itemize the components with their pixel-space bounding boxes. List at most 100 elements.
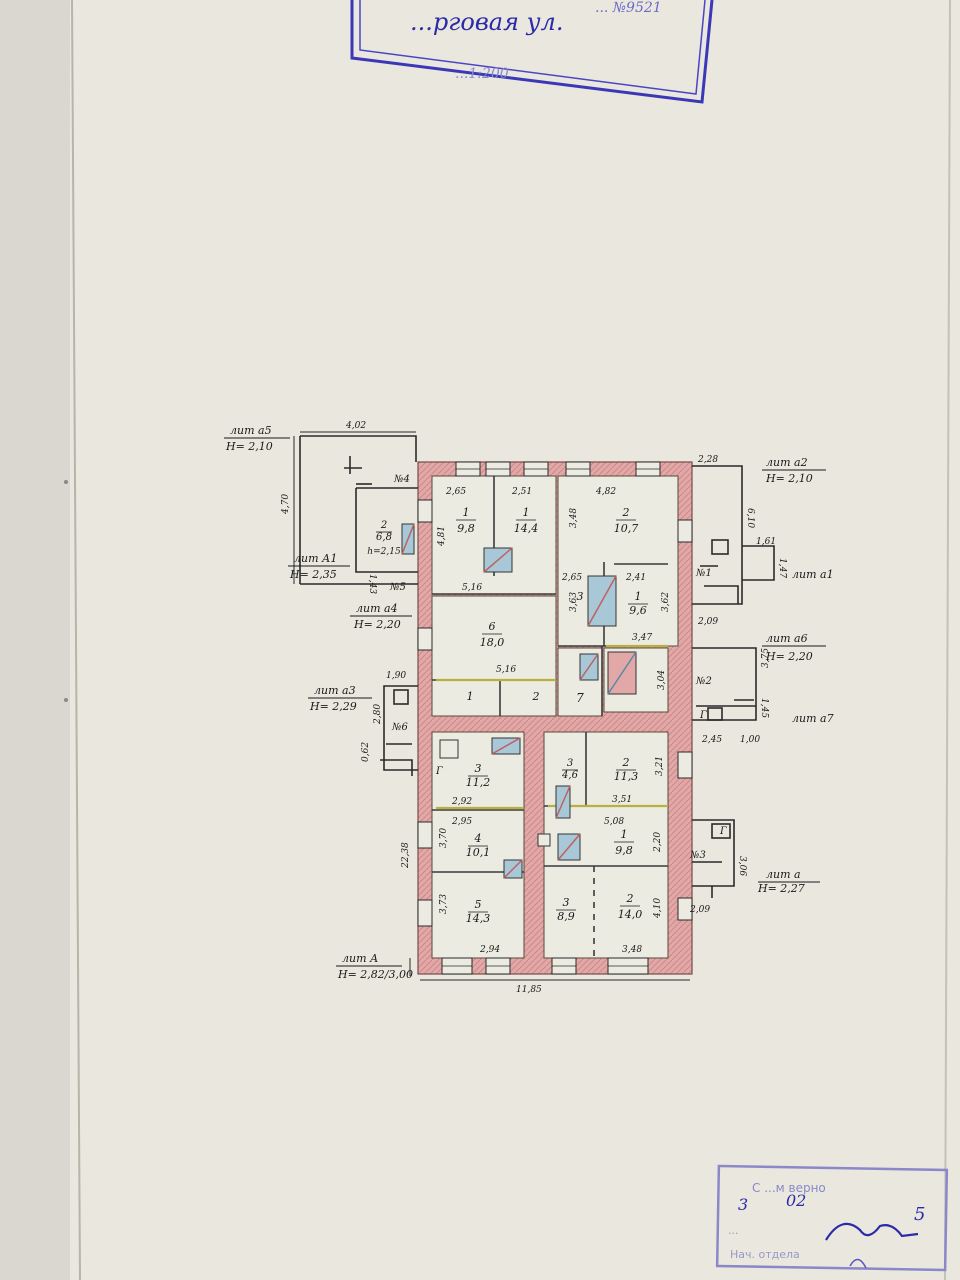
room-13-num: 4: [474, 832, 482, 845]
dim-2-65-b: 2,65: [561, 573, 582, 583]
annex-a6: [692, 647, 757, 721]
room-3-num: 2: [622, 506, 630, 519]
dim-6-10: 6,10: [745, 508, 755, 528]
marker-n6: №6: [391, 722, 408, 733]
room-19-area: 14,0: [618, 908, 643, 921]
binding-fold: [71, 0, 81, 1280]
dim-3-06: 3,06: [737, 856, 747, 876]
dim-3-47: 3,47: [632, 633, 652, 643]
signature: [825, 1222, 919, 1241]
annex-a2: [692, 465, 775, 605]
room-17-area: 9,8: [615, 844, 633, 857]
dim-3-21: 3,21: [655, 756, 665, 776]
room-4-num: 2: [380, 520, 387, 531]
room-7-area: 9,6: [629, 604, 647, 617]
dim-2-95: 2,95: [451, 817, 472, 827]
room-18-area: 8,9: [557, 910, 575, 923]
marker-n1: №1: [695, 568, 712, 579]
stamp-bottom-day: 3: [738, 1195, 748, 1214]
label-lit-a2-h: Н= 2,10: [765, 472, 813, 485]
dim-2-09-a: 2,09: [697, 617, 718, 627]
dim-1-45: 1,45: [759, 698, 769, 718]
room-lower-left: [431, 731, 525, 959]
label-lit-a3-h: Н= 2,29: [309, 700, 357, 713]
dim-4-70: 4,70: [281, 494, 291, 515]
label-lit-a-h: Н= 2,82/3,00: [337, 968, 413, 981]
dim-4-02: 4,02: [345, 421, 366, 431]
room-18-num: 3: [563, 896, 570, 909]
room-19-num: 2: [626, 892, 634, 905]
label-lit-a4-h: Н= 2,20: [353, 618, 401, 631]
bottom-stamp: С ...м верно 3 02 5 ... Нач. отдела: [715, 1164, 949, 1272]
marker-g3: Г: [699, 710, 707, 721]
dim-2-09-b: 2,09: [689, 905, 710, 915]
dim-3-62: 3,62: [661, 592, 671, 612]
stamp-bottom-number: 5: [914, 1204, 925, 1225]
label-lit-a1: лит а1: [792, 568, 834, 581]
label-lit-a2: лит а2: [766, 456, 808, 469]
room-6-num: 3: [577, 590, 584, 603]
room-12-area: 11,2: [466, 776, 491, 789]
room-14-area: 14,3: [466, 912, 491, 925]
label-lit-a6-h: Н= 2,20: [765, 650, 813, 663]
dim-2-41: 2,41: [625, 573, 646, 583]
label-lit-a5: лит а5: [230, 424, 272, 437]
dim-1-47: 1,47: [777, 558, 787, 578]
room-2-area: 14,4: [514, 522, 539, 535]
dim-0-62: 0,62: [361, 742, 371, 762]
dim-11-85: 11,85: [516, 985, 542, 995]
dim-3-63: 3,63: [569, 592, 579, 612]
room-14-num: 5: [475, 898, 482, 911]
label-lit-A1: лит А1: [294, 552, 337, 565]
dim-2-80: 2,80: [373, 704, 383, 725]
page-shadow-left: [0, 0, 70, 1280]
floor-plan: лит а5 Н= 2,10 лит а2 Н= 2,10 лит А1 Н= …: [224, 421, 834, 995]
dim-1-90: 1,90: [386, 671, 406, 681]
room-11-num: 7: [576, 691, 584, 705]
stamp-bottom-line1: С ...м верно: [752, 1181, 826, 1195]
dim-3-48-b: 3,48: [622, 945, 642, 955]
marker-n3: №3: [689, 850, 706, 861]
stamp-bottom-line3: ...: [728, 1224, 739, 1237]
dim-4-82: 4,82: [595, 487, 616, 497]
dim-3-75: 3,75: [761, 648, 771, 668]
dim-4-10: 4,10: [653, 898, 663, 919]
dim-5-08: 5,08: [604, 817, 624, 827]
room-15-area: 4,6: [561, 770, 579, 781]
page-edge-right: [944, 0, 951, 1280]
label-lit-a4: лит а4: [356, 602, 398, 615]
dim-4-81: 4,81: [437, 526, 447, 547]
dim-5-16-b: 5,16: [496, 665, 516, 675]
binding-marks: [64, 480, 68, 702]
dim-2-20: 2,20: [653, 832, 663, 853]
marker-g2: Г: [719, 826, 727, 837]
dim-3-73: 3,73: [439, 894, 449, 914]
dim-22-38: 22,38: [401, 842, 411, 869]
room-8-area: 18,0: [480, 636, 505, 649]
dim-2-92: 2,92: [451, 797, 472, 807]
room-12-num: 3: [475, 762, 482, 775]
dim-3-70: 3,70: [439, 828, 449, 848]
dim-5-16-a: 5,16: [462, 583, 482, 593]
dim-3-04: 3,04: [657, 670, 667, 690]
annex-a5: [299, 435, 418, 585]
room-7-num: 1: [635, 590, 642, 603]
room-upper-right: [557, 475, 679, 647]
label-lit-a: лит А: [342, 952, 378, 965]
dim-3-48: 3,48: [569, 508, 579, 528]
dim-1-00: 1,00: [740, 735, 760, 745]
room-13-area: 10,1: [466, 846, 491, 859]
top-stamp: ... №9521 ...рговая ул. ...1:200: [350, 0, 714, 104]
room-5-height: h=2,15: [367, 547, 401, 557]
room-1-num: 1: [463, 506, 470, 519]
room-3-area: 10,7: [614, 522, 639, 535]
dim-2-94: 2,94: [479, 945, 500, 955]
label-lit-A1-h: Н= 2,35: [289, 568, 337, 581]
label-lit-a3: лит а3: [314, 684, 356, 697]
label-lit-a5-h: Н= 2,10: [225, 440, 273, 453]
room-6: [431, 595, 557, 681]
marker-g1: Г: [435, 766, 443, 777]
marker-n4: №4: [393, 474, 410, 485]
room-9-num: 1: [467, 690, 474, 703]
